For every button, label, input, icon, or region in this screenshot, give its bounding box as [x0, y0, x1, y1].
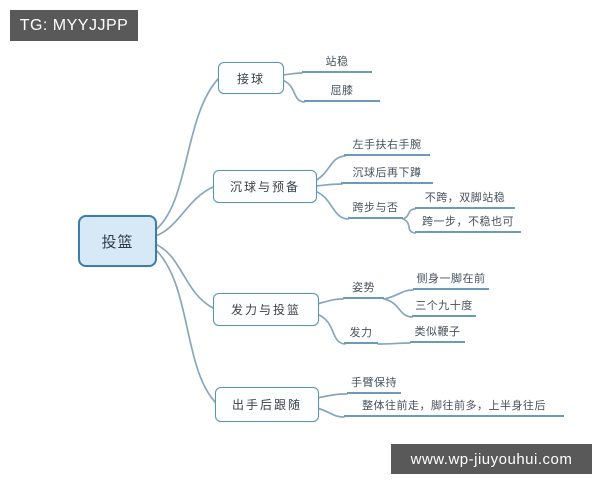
leaf-no-step-stand-firm: 不跨，双脚站稳	[415, 192, 515, 209]
leaf-one-step-ok: 跨一步，不稳也可	[415, 216, 521, 233]
branch-node-dip-and-prepare: 沉球与预备	[213, 170, 317, 203]
subbranch-step-or-not: 跨步与否	[348, 202, 403, 219]
leaf-like-a-whip: 类似鞭子	[410, 326, 465, 343]
branch-node-power-and-shoot: 发力与投篮	[213, 293, 319, 326]
leaf-body-moves-forward: 整体往前走，脚往前多，上半身往后	[344, 400, 564, 417]
branch-node-catch-ball: 接球	[218, 62, 284, 94]
leaf-three-ninety-degrees: 三个九十度	[412, 300, 476, 317]
leaf-bend-knees: 屈膝	[304, 85, 380, 102]
watermark-telegram-badge: TG: MYYJJPP	[10, 10, 138, 41]
leaf-stand-firm: 站稳	[302, 56, 372, 73]
watermark-website-badge: www.wp-jiuyouhui.com	[391, 444, 592, 474]
root-node-shooting: 投篮	[78, 215, 157, 267]
branch-node-follow-through: 出手后跟随	[215, 387, 319, 422]
subbranch-exert-force: 发力	[344, 327, 378, 344]
leaf-squat-after-dip: 沉球后再下蹲	[341, 167, 433, 184]
leaf-sideways-one-foot-forward: 侧身一脚在前	[413, 273, 489, 290]
leaf-left-hand-supports-right-wrist: 左手扶右手腕	[344, 139, 430, 156]
subbranch-posture: 姿势	[343, 282, 384, 299]
leaf-arm-stays: 手臂保持	[347, 377, 401, 394]
